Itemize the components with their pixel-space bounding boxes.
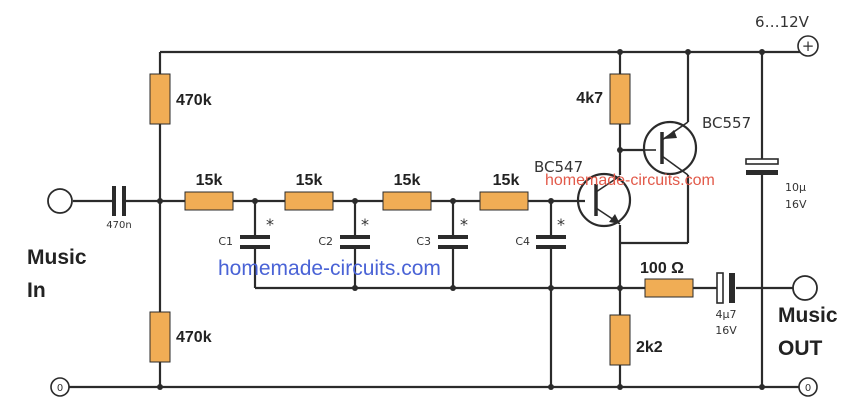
capacitor-c2 xyxy=(340,235,370,249)
capacitor-c1-marker: * xyxy=(266,215,274,234)
capacitor-output-voltage-label: 16V xyxy=(715,324,737,337)
resistor-collector-label: 4k7 xyxy=(576,90,603,107)
ground-zero-right-label: 0 xyxy=(805,383,811,394)
output-terminal xyxy=(792,275,818,301)
capacitor-c3-marker: * xyxy=(460,215,468,234)
capacitor-c2-marker: * xyxy=(361,215,369,234)
resistor-output xyxy=(644,278,694,298)
capacitor-output-value-label: 4µ7 xyxy=(716,308,737,321)
supply-terminal xyxy=(797,35,819,57)
resistor-collector xyxy=(609,73,631,125)
resistor-filter-4 xyxy=(479,191,529,211)
capacitor-input-label: 470n xyxy=(106,220,131,231)
transistor-npn-label: BC547 xyxy=(534,158,583,176)
capacitor-c4-label: C4 xyxy=(515,235,530,248)
capacitor-input xyxy=(112,186,126,216)
resistor-top-bias xyxy=(149,73,171,125)
watermark-red: homemade-circuits.com xyxy=(545,172,715,189)
transistor-pnp xyxy=(642,120,698,176)
music-out-label-line1: Music xyxy=(778,304,838,327)
input-terminal xyxy=(47,188,73,214)
transistor-npn xyxy=(576,172,632,228)
music-in-label-line2: In xyxy=(27,279,46,302)
music-in-label-line1: Music xyxy=(27,246,87,269)
capacitor-c2-label: C2 xyxy=(318,235,333,248)
capacitor-output xyxy=(716,272,735,304)
resistor-filter-4-label: 15k xyxy=(493,172,520,189)
resistor-bottom-bias xyxy=(149,311,171,363)
capacitor-c3 xyxy=(438,235,468,249)
resistor-filter-3 xyxy=(382,191,432,211)
ground-terminal-right xyxy=(798,377,818,397)
transistor-pnp-label: BC557 xyxy=(702,114,751,132)
capacitor-c4-marker: * xyxy=(557,215,565,234)
resistor-emitter xyxy=(609,314,631,366)
resistor-top-bias-label: 470k xyxy=(176,92,212,109)
capacitor-supply xyxy=(745,158,779,175)
resistor-filter-1 xyxy=(184,191,234,211)
supply-plus-label: + xyxy=(802,37,815,55)
resistor-emitter-label: 2k2 xyxy=(636,339,663,356)
capacitor-supply-value-label: 10µ xyxy=(785,181,806,194)
resistor-output-label: 100 Ω xyxy=(640,260,684,277)
capacitor-c3-label: C3 xyxy=(416,235,431,248)
resistor-filter-1-label: 15k xyxy=(196,172,223,189)
ground-terminal-left xyxy=(50,377,70,397)
watermark-blue: homemade-circuits.com xyxy=(218,257,441,280)
supply-voltage-label: 6…12V xyxy=(755,13,810,31)
junction-dots xyxy=(157,49,765,390)
capacitor-c1-label: C1 xyxy=(218,235,233,248)
resistor-filter-2-label: 15k xyxy=(296,172,323,189)
ground-zero-left-label: 0 xyxy=(57,383,63,394)
resistor-filter-2 xyxy=(284,191,334,211)
capacitor-c1 xyxy=(240,235,270,249)
resistor-bottom-bias-label: 470k xyxy=(176,329,212,346)
capacitor-c4 xyxy=(536,235,566,249)
resistor-filter-3-label: 15k xyxy=(394,172,421,189)
music-out-label-line2: OUT xyxy=(778,337,823,360)
capacitor-supply-voltage-label: 16V xyxy=(785,198,807,211)
